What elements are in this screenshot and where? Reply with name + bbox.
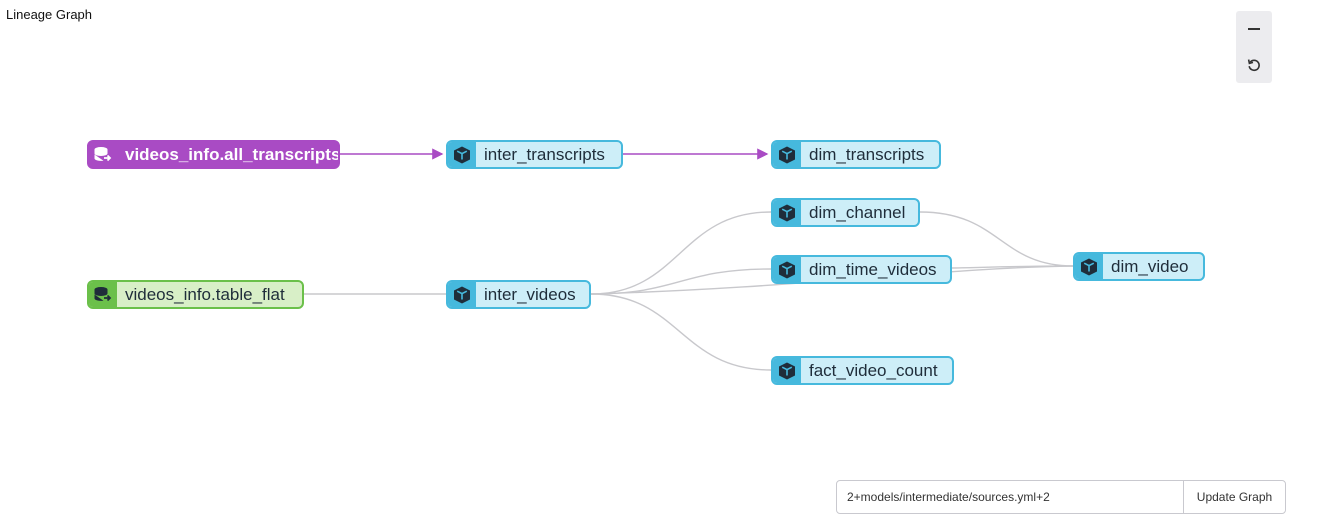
cube-icon bbox=[773, 200, 801, 225]
cube-icon bbox=[1075, 254, 1103, 279]
edge-inter-videos-to-dim-channel bbox=[590, 211, 772, 295]
graph-query-input[interactable] bbox=[837, 481, 1183, 513]
node-label: inter_videos bbox=[484, 284, 576, 304]
zoom-out-button[interactable] bbox=[1236, 11, 1272, 47]
node-fact-video-count[interactable]: fact_video_count bbox=[771, 356, 954, 385]
node-label: dim_transcripts bbox=[809, 144, 925, 164]
reset-icon bbox=[1247, 59, 1260, 72]
cube-icon bbox=[448, 142, 476, 167]
node-label: dim_time_videos bbox=[809, 259, 937, 279]
node-dim-time-videos[interactable]: dim_time_videos bbox=[771, 255, 952, 284]
reset-view-button[interactable] bbox=[1236, 47, 1272, 83]
edge-dim-time-videos-to-dim-video bbox=[951, 265, 1074, 269]
cube-icon bbox=[773, 358, 801, 383]
node-dim-video[interactable]: dim_video bbox=[1073, 252, 1205, 281]
update-graph-button[interactable]: Update Graph bbox=[1183, 481, 1285, 513]
cube-icon bbox=[773, 142, 801, 167]
minus-icon bbox=[1248, 28, 1260, 30]
node-label: inter_transcripts bbox=[484, 144, 605, 164]
edge-dim-channel-to-dim-video bbox=[919, 211, 1074, 267]
cube-icon bbox=[773, 257, 801, 282]
edge-inter-videos-to-fact-video-count bbox=[590, 293, 772, 371]
node-dim-channel[interactable]: dim_channel bbox=[771, 198, 920, 227]
database-source-icon bbox=[89, 142, 117, 167]
graph-controls bbox=[1236, 11, 1272, 83]
database-source-icon bbox=[89, 282, 117, 307]
node-label: dim_channel bbox=[809, 202, 906, 222]
node-label: fact_video_count bbox=[809, 360, 938, 380]
node-label: videos_info.table_flat bbox=[125, 284, 285, 304]
graph-query-bar: Update Graph bbox=[836, 480, 1286, 514]
node-label: dim_video bbox=[1111, 256, 1189, 276]
node-label: videos_info.all_transcripts bbox=[125, 144, 340, 164]
page-title: Lineage Graph bbox=[6, 7, 93, 22]
node-inter-transcripts[interactable]: inter_transcripts bbox=[446, 140, 623, 169]
node-dim-transcripts[interactable]: dim_transcripts bbox=[771, 140, 941, 169]
node-inter-videos[interactable]: inter_videos bbox=[446, 280, 591, 309]
node-videos-info-table-flat[interactable]: videos_info.table_flat bbox=[87, 280, 304, 309]
cube-icon bbox=[448, 282, 476, 307]
node-videos-info-all-transcripts[interactable]: videos_info.all_transcripts bbox=[87, 140, 340, 169]
